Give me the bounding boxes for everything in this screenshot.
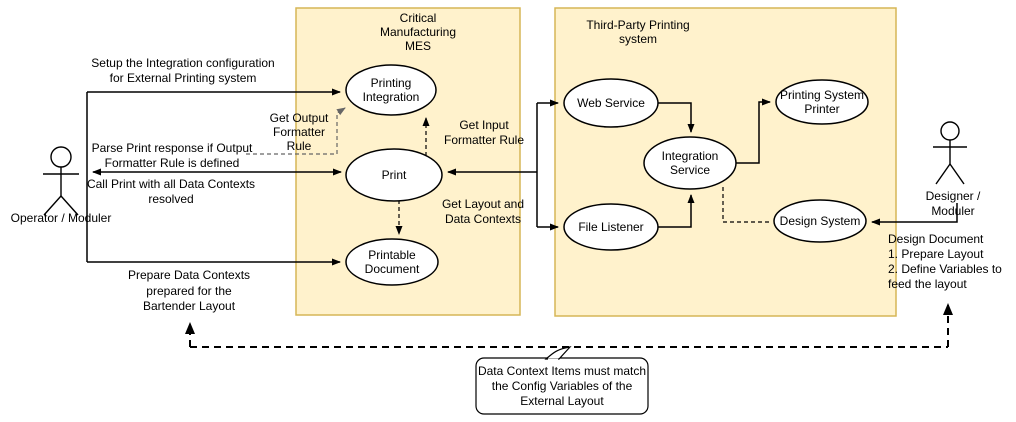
filelistener-to-integration-arrow [658, 194, 695, 228]
get-input-formatter-label: Get Input Formatter Rule [443, 118, 525, 147]
design-system-ellipse [773, 199, 867, 243]
printing-system-printer-ellipse [775, 79, 869, 125]
integration-service-label: Integration Service [661, 149, 719, 177]
file-listener-ellipse [563, 203, 659, 251]
printable-document-label: Printable Document [364, 248, 420, 276]
file-listener-label: File Listener [578, 220, 644, 234]
designer-actor-figure [933, 121, 967, 185]
print-ellipse [345, 148, 443, 202]
printing-integration-ellipse [345, 64, 437, 116]
print-label: Print [381, 168, 407, 182]
call-print-label: Call Print with all Data Contexts resolv… [86, 177, 256, 206]
webservice-to-integration-arrow [658, 102, 695, 133]
operator-actor-label: Operator / Moduler [10, 211, 112, 225]
solid-connectors [86, 88, 958, 266]
printing-integration-label: Printing Integration [362, 76, 420, 104]
third-party-container-title: Third-Party Printing system [586, 18, 690, 46]
setup-edge-label: Setup the Integration configuration for … [91, 56, 275, 85]
get-output-formatter-label: Get Output Formatter Rule [269, 111, 329, 153]
integration-to-printer-arrow [736, 98, 771, 164]
integration-service-ellipse [643, 136, 737, 190]
get-layout-label: Get Layout and Data Contexts [441, 197, 525, 226]
design-document-label: Design Document 1. Prepare Layout 2. Def… [888, 232, 1002, 291]
parse-print-label: Parse Print response if Output Formatter… [91, 141, 253, 170]
design-system-label: Design System [779, 214, 861, 228]
designer-to-designsystem-arrow [871, 203, 958, 226]
use-case-shapes [345, 64, 869, 286]
printing-system-printer-label: Printing System Printer [779, 88, 865, 116]
web-service-label: Web Service [577, 96, 645, 110]
integration-designsystem-dashed-line [722, 187, 770, 223]
web-service-ellipse [563, 78, 659, 128]
operator-actor-figure [43, 146, 79, 216]
callout-text: Data Context Items must match the Config… [477, 364, 647, 408]
get-output-formatter-dashed-arrow [246, 107, 346, 155]
callout-bubble [475, 346, 649, 415]
callout-tail [544, 346, 572, 360]
printable-document-ellipse [345, 238, 439, 286]
mes-container-title: Critical Manufacturing MES [379, 11, 457, 53]
prepare-data-contexts-label: Prepare Data Contexts prepared for the B… [127, 268, 251, 313]
designer-actor-label: Designer / Moduler [925, 189, 981, 218]
